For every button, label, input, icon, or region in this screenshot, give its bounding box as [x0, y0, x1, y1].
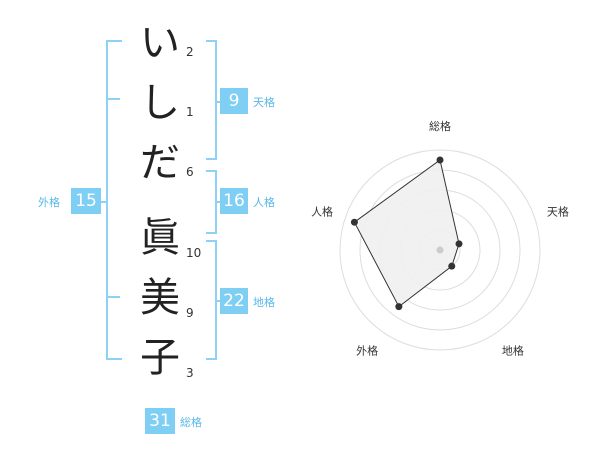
gaikaku-badge: 15	[71, 188, 101, 214]
stroke-count-3: 6	[186, 165, 194, 179]
name-char-6: 子	[140, 335, 180, 381]
soukaku-badge: 31	[145, 408, 175, 434]
chikaku-label: 地格	[253, 296, 275, 309]
jinkaku-label: 人格	[253, 196, 275, 209]
radar-point	[448, 262, 456, 270]
radar-area	[353, 159, 460, 308]
gaikaku-bracket-tick	[106, 98, 120, 100]
jinkaku-connector	[215, 201, 222, 203]
gaikaku-bracket-tick	[106, 296, 120, 298]
stroke-count-1: 2	[186, 45, 194, 59]
radar-axis-label: 人格	[311, 205, 333, 219]
jinkaku-badge: 16	[220, 188, 248, 214]
name-char-5: 美	[140, 275, 180, 321]
radar-axis-label: 天格	[547, 205, 569, 219]
name-char-1: い	[140, 20, 180, 66]
chikaku-connector	[215, 300, 222, 302]
stroke-count-4: 10	[186, 246, 202, 260]
name-char-2: し	[140, 80, 180, 126]
radar-point	[455, 240, 463, 248]
radar-point	[350, 218, 358, 226]
radar-axis-label: 総格	[429, 119, 451, 133]
stroke-count-5: 9	[186, 306, 194, 320]
radar-point	[436, 156, 444, 164]
radar-axis-label: 外格	[356, 343, 378, 357]
tenkaku-badge: 9	[220, 88, 248, 114]
tenkaku-bracket	[206, 40, 217, 160]
tenkaku-label: 天格	[253, 96, 275, 109]
name-char-4: 眞	[140, 215, 180, 261]
radar-axis-label: 地格	[502, 343, 524, 357]
stroke-count-6: 3	[186, 366, 194, 380]
gaikaku-label: 外格	[38, 196, 60, 209]
radar-center-dot	[436, 246, 444, 254]
name-char-3: だ	[140, 140, 180, 186]
radar-ring	[339, 149, 541, 351]
tenkaku-connector	[215, 101, 222, 103]
gaikaku-connector	[100, 201, 108, 203]
gaikaku-bracket	[106, 40, 122, 360]
chikaku-badge: 22	[220, 288, 248, 314]
stroke-count-2: 1	[186, 105, 194, 119]
radar-point	[395, 303, 403, 311]
soukaku-label: 総格	[180, 416, 202, 429]
